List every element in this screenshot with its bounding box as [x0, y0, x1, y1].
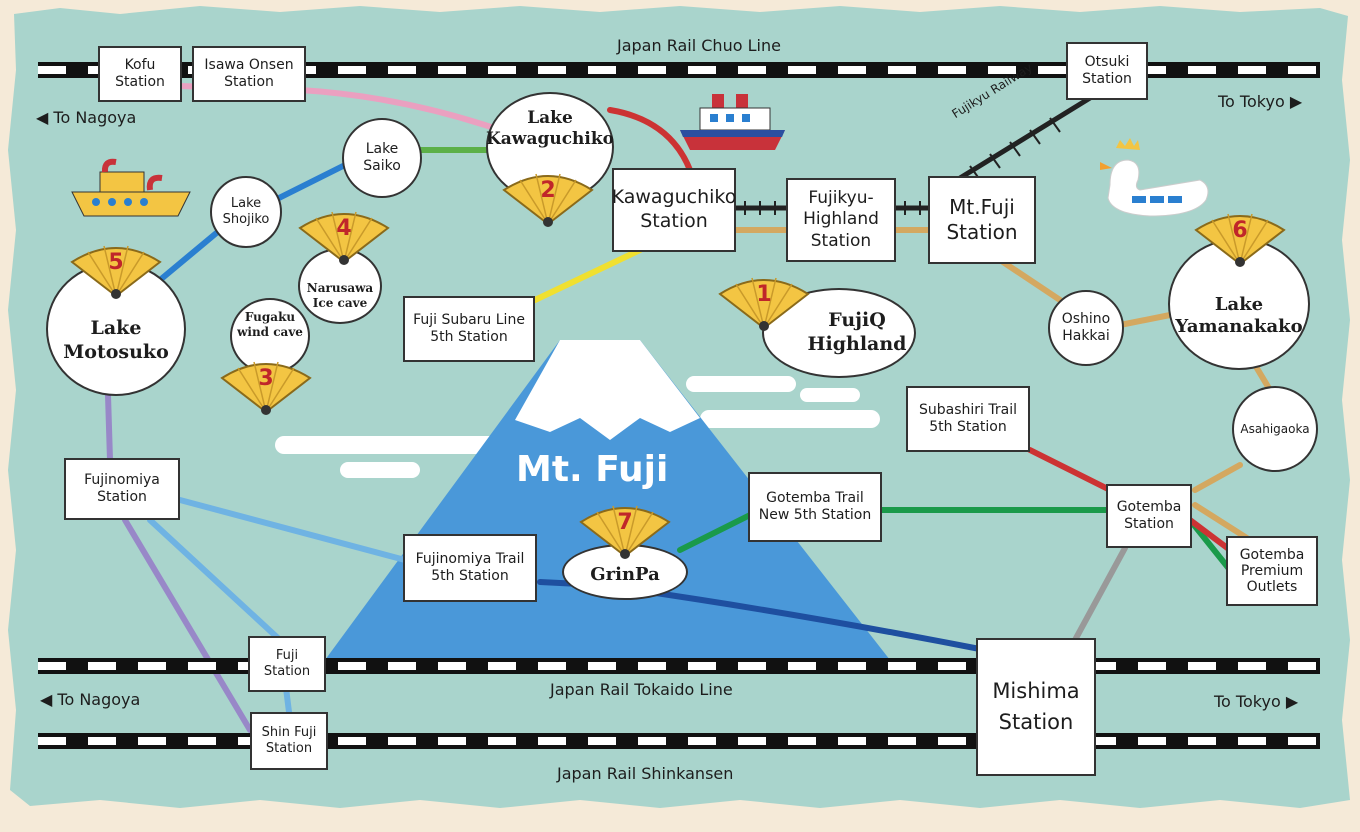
fan-icon-6: 6	[1192, 208, 1288, 268]
route-tan-oshino	[997, 257, 1173, 328]
fuji-subaru-line-station[interactable]: Fuji Subaru Line 5th Station	[403, 296, 535, 362]
asahigaoka[interactable]: Asahigaoka	[1232, 386, 1318, 472]
kofu-station[interactable]: Kofu Station	[98, 46, 182, 102]
arrow-right-icon: ▶	[1280, 692, 1299, 711]
route-red-subashiri	[1027, 447, 1233, 553]
to-tokyo-top: To Tokyo ▶	[1218, 92, 1303, 111]
route-tan-asahigaoka	[1192, 362, 1273, 543]
arrow-left-icon: ◀	[40, 690, 58, 709]
route-gray-mishima	[1072, 545, 1128, 643]
fan-icon-5: 5	[68, 240, 164, 300]
kawaguchiko-station[interactable]: Kawaguchiko Station	[612, 168, 736, 252]
route-purple	[105, 392, 253, 733]
arrow-right-icon: ▶	[1284, 92, 1303, 111]
shin-fuji-station[interactable]: Shin Fuji Station	[250, 712, 328, 770]
tokaido-line-label: Japan Rail Tokaido Line	[550, 680, 733, 699]
fan-icon-1: 1	[716, 272, 812, 332]
cloud-icon	[275, 376, 880, 478]
fujinomiya-trail-station[interactable]: Fujinomiya Trail 5th Station	[403, 534, 537, 602]
lake-shojiko[interactable]: Lake Shojiko	[210, 176, 282, 248]
lake-saiko[interactable]: Lake Saiko	[342, 118, 422, 198]
tokaido-line-track	[38, 658, 1320, 674]
lake-kawaguchiko[interactable]: Lake Kawaguchiko	[486, 92, 614, 202]
fan-icon-2: 2	[500, 168, 596, 228]
oshino-hakkai[interactable]: Oshino Hakkai	[1048, 290, 1124, 366]
ferry-boat-icon	[680, 94, 785, 150]
gotemba-station[interactable]: Gotemba Station	[1106, 484, 1192, 548]
otsuki-station[interactable]: Otsuki Station	[1066, 42, 1148, 100]
mt-fuji-label: Mt. Fuji	[516, 449, 669, 490]
gotemba-premium-outlets[interactable]: Gotemba Premium Outlets	[1226, 536, 1318, 606]
to-tokyo-bottom: To Tokyo ▶	[1214, 692, 1299, 711]
fujinomiya-station[interactable]: Fujinomiya Station	[64, 458, 180, 520]
gotemba-trail-station[interactable]: Gotemba Trail New 5th Station	[748, 472, 882, 542]
fan-icon-7: 7	[577, 500, 673, 560]
mt-fuji-snowcap	[515, 340, 700, 440]
fujikyu-highland-station[interactable]: Fujikyu- Highland Station	[786, 178, 896, 262]
route-blue-lakes	[157, 162, 348, 283]
arrow-left-icon: ◀	[36, 108, 54, 127]
to-nagoya-top: ◀ To Nagoya	[36, 108, 137, 127]
mt-fuji-station[interactable]: Mt.Fuji Station	[928, 176, 1036, 264]
to-nagoya-bottom: ◀ To Nagoya	[40, 690, 141, 709]
isawa-onsen-station[interactable]: Isawa Onsen Station	[192, 46, 306, 102]
route-pink	[177, 83, 503, 133]
shinkansen-label: Japan Rail Shinkansen	[557, 764, 734, 783]
route-red-kawaguchiko	[607, 107, 693, 173]
shinkansen-track	[38, 733, 1320, 749]
mishima-station[interactable]: Mishima Station	[976, 638, 1096, 776]
chuo-line-label: Japan Rail Chuo Line	[617, 36, 781, 55]
lake-yamanakako[interactable]: Lake Yamanakako	[1168, 238, 1310, 370]
route-yellow	[532, 247, 643, 303]
subashiri-trail-station[interactable]: Subashiri Trail 5th Station	[906, 386, 1030, 452]
yellow-boat-icon	[71, 158, 191, 217]
fan-icon-3: 3	[218, 356, 314, 416]
fuji-station[interactable]: Fuji Station	[248, 636, 326, 692]
swan-boat-icon	[1100, 138, 1209, 217]
fan-icon-4: 4	[296, 206, 392, 266]
